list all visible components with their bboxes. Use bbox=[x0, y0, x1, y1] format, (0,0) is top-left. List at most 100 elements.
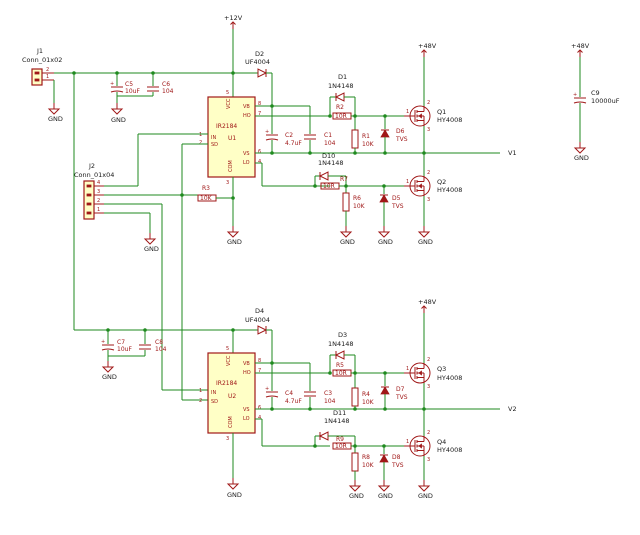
u2-name-vb: VB bbox=[243, 361, 250, 367]
q3-pin1: 1 bbox=[406, 366, 409, 372]
u1-value: IR2184 bbox=[216, 123, 237, 130]
d4-value: UF4004 bbox=[245, 316, 270, 324]
q2-pin1: 1 bbox=[406, 179, 409, 185]
d11-ref: D11 bbox=[333, 409, 346, 417]
u1-name-vs: VS bbox=[243, 151, 250, 157]
c2-ref: C2 bbox=[285, 132, 293, 139]
d5-ref: D5 bbox=[392, 195, 401, 202]
u2-name-in: IN bbox=[211, 390, 216, 396]
q4-pin1: 1 bbox=[406, 439, 409, 445]
u1-name-sd: SD bbox=[211, 142, 218, 148]
q3-pin3: 3 bbox=[427, 384, 430, 390]
c7-value: 10uF bbox=[117, 346, 132, 353]
c5-value: 10uF bbox=[125, 88, 140, 95]
d11-value: 1N4148 bbox=[324, 417, 350, 425]
r2-value: 10R bbox=[335, 113, 347, 120]
r9-value: 10R bbox=[335, 443, 347, 450]
d2-value: UF4004 bbox=[245, 58, 270, 66]
u2-pin4: 4 bbox=[258, 415, 261, 421]
c9-v48-label: +48V bbox=[571, 42, 590, 50]
q2-ref: Q2 bbox=[437, 178, 446, 186]
d7-value: TVS bbox=[395, 394, 408, 401]
c6-ref: C6 bbox=[162, 81, 170, 88]
u2-pin6: 6 bbox=[258, 405, 261, 411]
j1-pin1: 1 bbox=[46, 74, 49, 80]
c4-ref: C4 bbox=[285, 390, 293, 397]
c8-value: 104 bbox=[155, 346, 167, 353]
d4-ref: D4 bbox=[255, 307, 264, 315]
r8-value: 10K bbox=[362, 462, 375, 469]
c5-gnd-label: GND bbox=[111, 116, 126, 124]
u2-pin8: 8 bbox=[258, 358, 261, 364]
u1-pin6: 6 bbox=[258, 149, 261, 155]
q2-gnd-label: GND bbox=[418, 238, 433, 246]
j2-pin3: 3 bbox=[97, 189, 100, 195]
c6-value: 104 bbox=[162, 88, 174, 95]
u1-pin2: 2 bbox=[199, 140, 202, 146]
u2-pin5: 5 bbox=[226, 346, 229, 352]
c1-ref: C1 bbox=[324, 132, 332, 139]
u1-name-vb: VB bbox=[243, 104, 250, 110]
q4-pin3: 3 bbox=[427, 457, 430, 463]
r3-value: 10K bbox=[200, 195, 213, 202]
q3-ref: Q3 bbox=[437, 365, 446, 373]
q4-gnd-label: GND bbox=[418, 492, 433, 500]
u1-name-in: IN bbox=[211, 135, 216, 141]
u1-pin7: 7 bbox=[258, 111, 261, 117]
d2-ref: D2 bbox=[255, 50, 264, 58]
u1-pin3: 3 bbox=[226, 180, 229, 186]
d5-value: TVS bbox=[391, 203, 404, 210]
j2-ref: J2 bbox=[88, 162, 95, 170]
j2-value: Conn_01x04 bbox=[74, 171, 114, 179]
q2-pin2: 2 bbox=[427, 170, 430, 176]
d8-value: TVS bbox=[391, 462, 404, 469]
c9-gnd-label: GND bbox=[574, 154, 589, 162]
u2-value: IR2184 bbox=[216, 380, 237, 387]
r3-ref: R3 bbox=[202, 185, 210, 192]
q2-pin3: 3 bbox=[427, 197, 430, 203]
c4-value: 4.7uF bbox=[285, 398, 302, 405]
j1-ref: J1 bbox=[36, 47, 43, 55]
c3-value: 104 bbox=[324, 398, 336, 405]
r5-value: 10R bbox=[335, 370, 347, 377]
j2-pin1: 1 bbox=[97, 207, 100, 213]
j1-gnd-label: GND bbox=[48, 115, 63, 123]
driver-u1: IR2184 U1 IN SD VB HO VS LO VCC COM 1 2 … bbox=[199, 90, 261, 186]
q3-pin2: 2 bbox=[427, 357, 430, 363]
r7-ref: R7 bbox=[340, 176, 348, 183]
d7-ref: D7 bbox=[396, 386, 405, 393]
d8-gnd-label: GND bbox=[378, 492, 393, 500]
d1-value: 1N4148 bbox=[328, 82, 354, 90]
q4-ref: Q4 bbox=[437, 438, 446, 446]
net-v1-label: V1 bbox=[508, 149, 517, 157]
u1-pin1: 1 bbox=[199, 132, 202, 138]
q1-pin1: 1 bbox=[406, 109, 409, 115]
d5-gnd-label: GND bbox=[378, 238, 393, 246]
d6-ref: D6 bbox=[396, 128, 405, 135]
u1-name-ho: HO bbox=[243, 113, 251, 119]
r9-ref: R9 bbox=[336, 436, 344, 443]
r8-gnd-label: GND bbox=[349, 492, 364, 500]
r6-ref: R6 bbox=[353, 195, 361, 202]
u2-name-vcc: VCC bbox=[226, 355, 232, 366]
q4-value: HY4008 bbox=[437, 446, 462, 454]
r6-gnd-label: GND bbox=[340, 238, 355, 246]
u1-name-lo: LO bbox=[243, 160, 250, 166]
u2-pin2: 2 bbox=[199, 398, 202, 404]
d8-ref: D8 bbox=[392, 454, 401, 461]
c1-value: 104 bbox=[324, 140, 336, 147]
r6-value: 10K bbox=[353, 203, 366, 210]
q3-value: HY4008 bbox=[437, 374, 462, 382]
d6-value: TVS bbox=[395, 136, 408, 143]
driver-u2: IR2184 U2 IN SD VB HO VS LO VCC COM 1 2 … bbox=[199, 346, 261, 442]
c5-ref: C5 bbox=[125, 81, 133, 88]
q2-value: HY4008 bbox=[437, 186, 462, 194]
q3-v48-label: +48V bbox=[418, 298, 437, 306]
c9-value: 10000uF bbox=[591, 97, 620, 105]
r5-ref: R5 bbox=[336, 362, 344, 369]
r8-ref: R8 bbox=[362, 454, 370, 461]
u1-gnd-label: GND bbox=[227, 238, 242, 246]
u2-ref: U2 bbox=[228, 393, 236, 400]
c3-ref: C3 bbox=[324, 390, 332, 397]
